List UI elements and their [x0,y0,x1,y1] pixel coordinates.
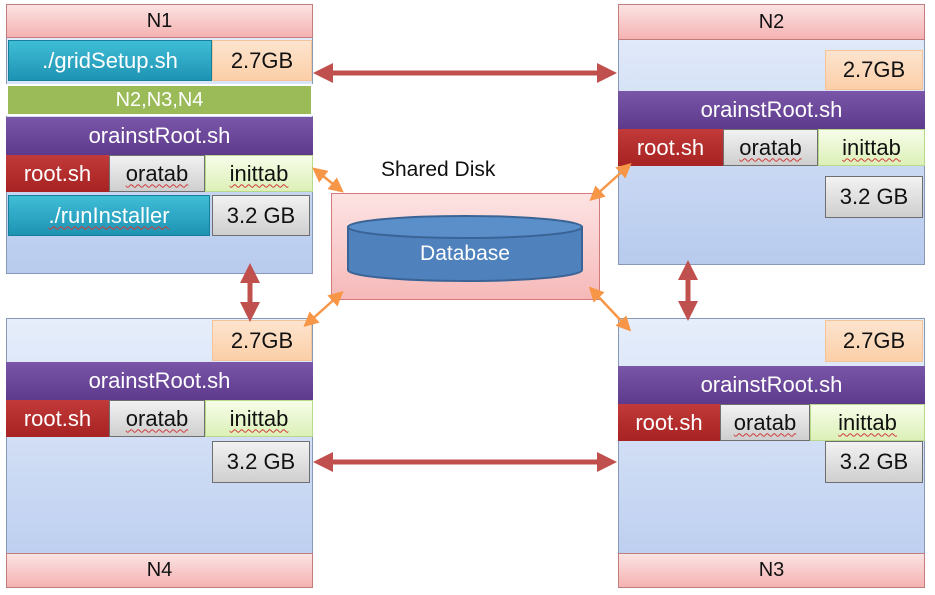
n2-db-size: 3.2 GB [825,176,923,218]
grid-setup-block: ./gridSetup.sh [8,40,212,81]
n1-inittab-text: inittab [229,160,289,186]
n3-inittab-block: inittab [810,404,925,441]
n1-grid-size: 2.7GB [212,40,312,81]
node-n2-title: N2 [618,4,925,40]
n2-root-block: root.sh [618,129,723,166]
node-n1-title: N1 [6,4,313,38]
n1-db-size: 3.2 GB [212,195,310,236]
n2-oratab-block: oratab [723,129,818,166]
n2-oratab-text: oratab [739,134,802,160]
n1-oratab-text: oratab [125,160,189,186]
target-nodes-bar: N2,N3,N4 [6,84,313,116]
n1-inittab-block: inittab [205,155,313,192]
n4-oratab-block: oratab [109,400,205,437]
database-label: Database [420,242,510,265]
n2-inittab-block: inittab [818,129,925,166]
node-n3-title: N3 [618,553,925,588]
arrow-n3-shared [588,286,632,332]
n3-db-size: 3.2 GB [825,441,923,483]
run-installer-block: ./runInstaller [8,195,210,236]
n4-db-size: 3.2 GB [212,441,310,483]
n3-root-block: root.sh [618,404,720,441]
n4-root-block: root.sh [6,400,109,437]
n2-orainstroot-block: orainstRoot.sh [618,91,925,129]
arrow-n2-shared [589,162,632,202]
n4-grid-size: 2.7GB [212,320,312,361]
arrow-n4-shared [303,290,344,328]
n4-inittab-text: inittab [229,405,289,431]
n1-orainstroot-block: orainstRoot.sh [6,117,313,155]
n1-oratab-block: oratab [109,155,205,192]
n3-oratab-block: oratab [720,404,810,441]
n3-oratab-text: oratab [733,409,797,435]
n2-inittab-text: inittab [842,134,901,160]
n3-orainstroot-block: orainstRoot.sh [618,366,925,404]
node-n4-title: N4 [6,553,313,588]
n3-grid-size: 2.7GB [825,320,923,362]
arrow-n1-shared [312,167,344,193]
n4-oratab-text: oratab [125,405,189,431]
database-cylinder [347,215,583,282]
n3-inittab-text: inittab [838,409,897,435]
n2-grid-size: 2.7GB [825,50,923,90]
shared-disk-label: Shared Disk [381,158,496,181]
run-installer-text: ./runInstaller [48,202,170,228]
n4-orainstroot-block: orainstRoot.sh [6,362,313,400]
n1-root-block: root.sh [6,155,109,192]
n4-inittab-block: inittab [205,400,313,437]
